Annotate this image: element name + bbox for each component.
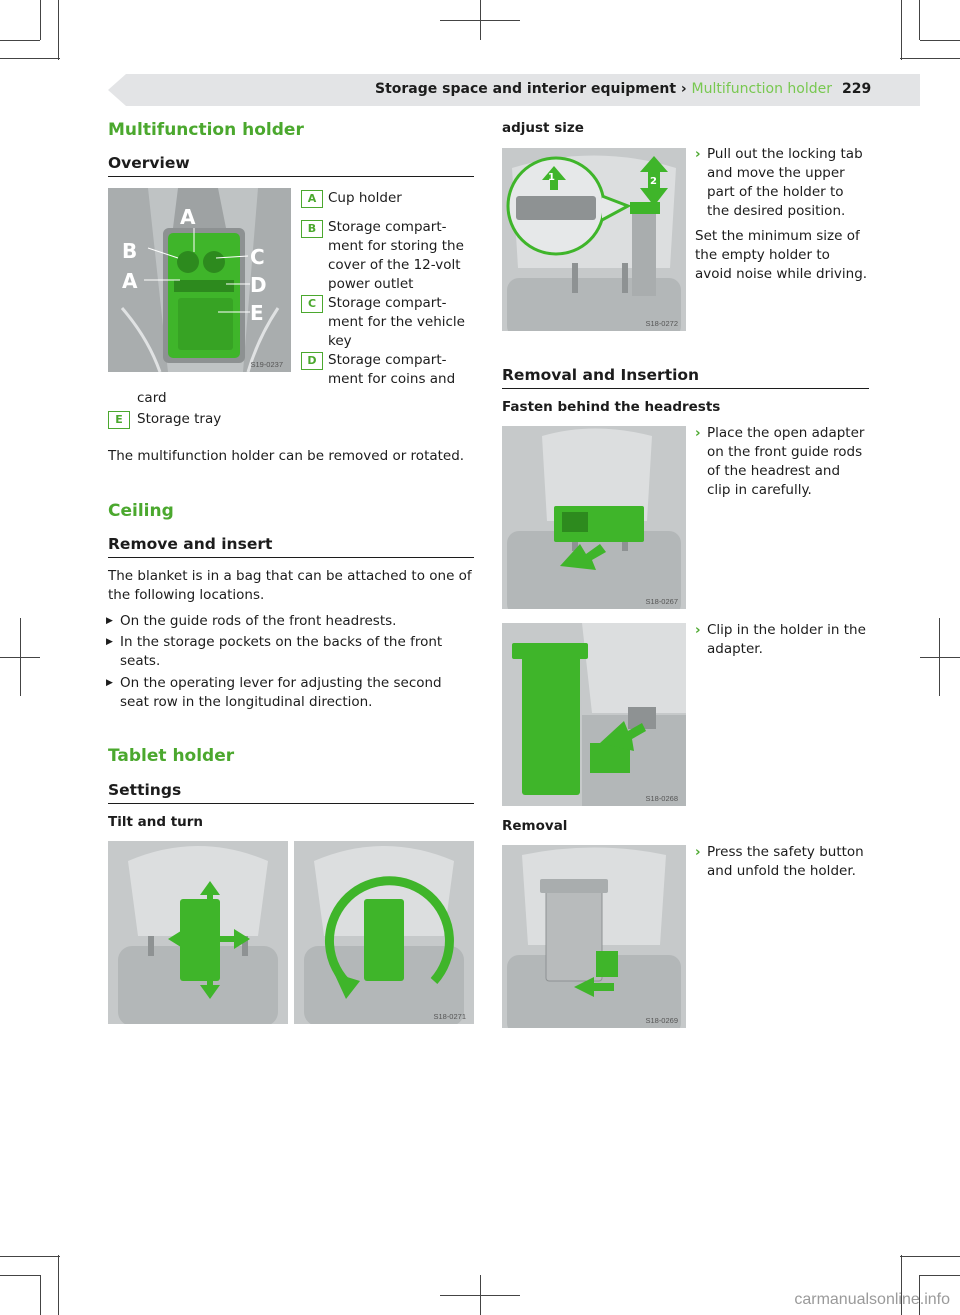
settings-heading: Settings <box>108 781 474 804</box>
watermark: carmanualsonline.info <box>794 1291 950 1308</box>
figure-code: S18-0272 <box>645 319 678 328</box>
fig1-label-a2: A <box>122 269 138 293</box>
tablet-holder-title: Tablet holder <box>108 746 235 766</box>
fig1-label-e: E <box>250 301 264 325</box>
legend-text-d: Storage compart-ment for coins and <box>328 352 456 387</box>
crop-mark <box>919 0 920 40</box>
legend-key-d: D <box>301 352 323 370</box>
crop-mark <box>900 58 960 59</box>
tilt-turn-heading: Tilt and turn <box>108 814 204 830</box>
turn-illustration <box>294 841 474 1024</box>
fasten-heading: Fasten behind the headrests <box>502 399 721 415</box>
tilt-illustration <box>108 841 288 1024</box>
bullet-item: On the guide rods of the front headrests… <box>106 612 396 631</box>
legend-key-e: E <box>108 411 130 429</box>
step-chevron-icon: › <box>695 425 701 441</box>
fig1-label-a: A <box>180 205 196 229</box>
step-chevron-icon: › <box>695 146 701 162</box>
header-current: Multifunction holder <box>691 81 832 97</box>
page-title: Multifunction holder <box>108 120 304 140</box>
crop-mark <box>20 618 21 696</box>
multifunction-holder-illustration: A B C A D E <box>108 188 291 372</box>
fig1-label-b: B <box>122 239 137 263</box>
remove-insert-heading: Remove and insert <box>108 535 474 558</box>
overview-note: The multifunction holder can be removed … <box>108 448 465 464</box>
bullet-item: In the storage pockets on the backs of t… <box>106 633 442 671</box>
figure-code: S18-0269 <box>645 1016 678 1025</box>
figure-code: S18-0268 <box>645 794 678 803</box>
legend-key-c: C <box>301 295 323 313</box>
running-header-bar <box>108 74 920 106</box>
crop-mark <box>0 1275 40 1276</box>
crop-mark <box>40 1275 41 1315</box>
figure-code: S18-0271 <box>433 1012 466 1021</box>
fig1-label-c: C <box>250 245 265 269</box>
header-section: Storage space and interior equipment <box>375 81 677 97</box>
removal-insertion-heading: Removal and Insertion <box>502 366 869 389</box>
running-header: Storage space and interior equipment › M… <box>375 81 832 97</box>
crop-mark <box>920 657 960 658</box>
step-chevron-icon: › <box>695 844 701 860</box>
crop-mark <box>939 618 940 696</box>
adjust-size-illustration: 1 2 <box>502 148 686 331</box>
crop-mark <box>40 0 41 40</box>
figure-clip-in: S18-0268 <box>502 623 686 806</box>
bullet-item: On the operating lever for adjusting the… <box>106 674 442 712</box>
crop-mark <box>480 0 481 40</box>
crop-mark <box>919 1275 920 1315</box>
figure-fasten: S18-0267 <box>502 426 686 609</box>
figure-tilt <box>108 841 288 1024</box>
fig1-label-d: D <box>250 273 267 297</box>
figure-removal: S18-0269 <box>502 845 686 1028</box>
legend-text-d-continued: card <box>137 390 167 406</box>
removal-heading: Removal <box>502 818 568 834</box>
step-chevron-icon: › <box>695 622 701 638</box>
legend-text-a: Cup holder <box>328 190 402 206</box>
figure-code: S18-0267 <box>645 597 678 606</box>
crop-mark <box>900 1256 960 1257</box>
crop-mark <box>901 1255 902 1315</box>
legend-key-b: B <box>301 220 323 238</box>
figure-turn: S18-0271 <box>294 841 474 1024</box>
page-number: 229 <box>842 81 872 97</box>
crop-mark <box>58 0 59 60</box>
header-separator: › <box>676 81 692 97</box>
ceiling-title: Ceiling <box>108 501 174 521</box>
adjust-mark-2: 2 <box>650 176 657 187</box>
crop-mark <box>0 40 40 41</box>
overview-heading: Overview <box>108 154 474 177</box>
adjust-mark-1: 1 <box>548 172 555 183</box>
crop-mark <box>480 1275 481 1315</box>
removal-illustration <box>502 845 686 1028</box>
fasten-illustration <box>502 426 686 609</box>
crop-mark <box>58 1255 59 1315</box>
adjust-size-heading: adjust size <box>502 120 584 136</box>
crop-mark <box>0 1256 60 1257</box>
crop-mark <box>0 58 60 59</box>
legend-key-a: A <box>301 190 323 208</box>
legend-text-e: Storage tray <box>137 411 222 427</box>
crop-mark <box>901 0 902 60</box>
crop-mark <box>920 1275 960 1276</box>
crop-mark <box>920 40 960 41</box>
clip-in-illustration <box>502 623 686 806</box>
figure-adjust-size: 1 2 S18-0272 <box>502 148 686 331</box>
figure-code: S19-0237 <box>250 360 283 369</box>
blanket-text: The blanket is in a bag that can be atta… <box>108 568 472 603</box>
figure-multifunction-holder: A B C A D E S19-0237 <box>108 188 291 372</box>
